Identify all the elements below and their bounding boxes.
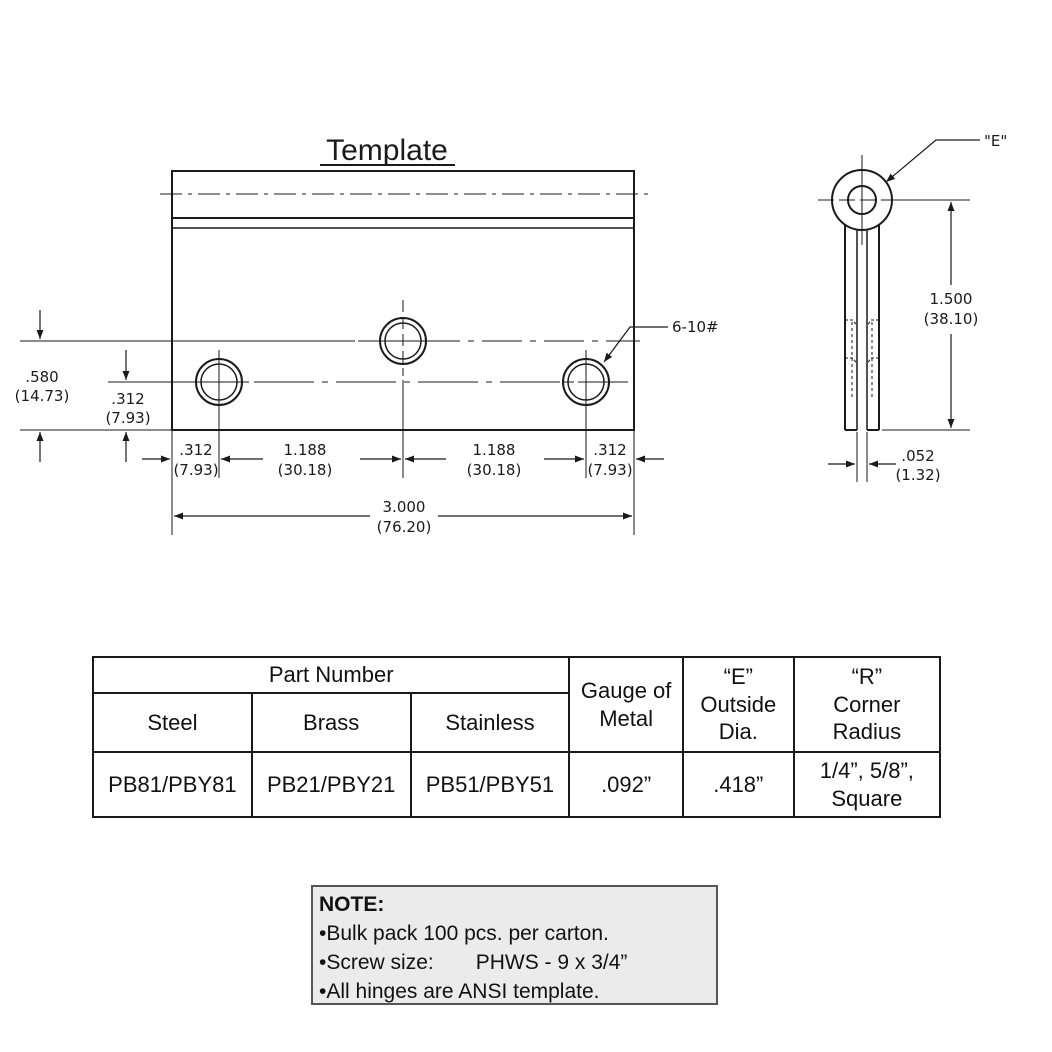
svg-text:(30.18): (30.18) bbox=[278, 461, 333, 479]
corner-radius-header: “R”Corner Radius bbox=[792, 655, 942, 754]
svg-text:"E": "E" bbox=[984, 132, 1007, 150]
part-number-header: Part Number bbox=[91, 655, 571, 695]
table-header-row: Part Number Gauge of Metal “E”Outside Di… bbox=[91, 655, 942, 754]
thickness-dim-in: .052 bbox=[901, 447, 934, 465]
horizontal-dimension-labels: .312 (7.93) 1.188 (30.18) 1.188 (30.18) … bbox=[173, 441, 632, 536]
svg-text:6-10#: 6-10# bbox=[672, 318, 719, 336]
height-dim-mm: (38.10) bbox=[924, 310, 979, 328]
steel-part-cell: PB81/PBY81 bbox=[92, 751, 253, 818]
screw-hole-center bbox=[373, 300, 433, 376]
note-line-screw-size: •Screw size:PHWS - 9 x 3/4” bbox=[319, 951, 628, 974]
screw-hole-right bbox=[548, 350, 628, 414]
svg-text:1.188: 1.188 bbox=[284, 441, 327, 459]
svg-text:(7.93): (7.93) bbox=[173, 461, 218, 479]
stainless-header: Stainless bbox=[409, 692, 571, 754]
outside-dia-header: “E”Outside Dia. bbox=[681, 655, 795, 754]
svg-text:3.000: 3.000 bbox=[383, 498, 426, 516]
brass-part-cell: PB21/PBY21 bbox=[250, 751, 412, 818]
hinge-leaf-front-view bbox=[160, 170, 648, 431]
extension-lines bbox=[20, 340, 635, 535]
svg-text:.312: .312 bbox=[111, 390, 144, 408]
svg-text:.312: .312 bbox=[179, 441, 212, 459]
vertical-dimensions bbox=[36, 310, 130, 462]
stainless-part-cell: PB51/PBY51 bbox=[409, 751, 571, 818]
svg-text:(7.93): (7.93) bbox=[587, 461, 632, 479]
screw-hole-left bbox=[189, 350, 249, 414]
svg-text:1.188: 1.188 bbox=[473, 441, 516, 459]
note-title: NOTE: bbox=[319, 893, 385, 916]
hinge-side-view bbox=[818, 155, 970, 482]
gauge-header: Gauge of Metal bbox=[568, 655, 684, 754]
svg-text:(14.73): (14.73) bbox=[15, 387, 70, 405]
note-line-ansi: •All hinges are ANSI template. bbox=[319, 980, 600, 1003]
hinge-template-drawing: Template 6-10# bbox=[15, 132, 1008, 536]
height-dim-in: 1.500 bbox=[930, 290, 973, 308]
brass-header: Brass bbox=[250, 692, 412, 754]
drawing-title: Template bbox=[326, 134, 448, 167]
vertical-dimension-labels: .580 (14.73) .312 (7.93) bbox=[15, 368, 151, 427]
outside-diameter-callout: "E" bbox=[885, 132, 1007, 183]
steel-header: Steel bbox=[92, 692, 253, 754]
spec-table: Part Number Gauge of Metal “E”Outside Di… bbox=[91, 655, 942, 818]
table-row: PB81/PBY81 PB21/PBY21 PB51/PBY51 .092” .… bbox=[92, 751, 942, 818]
svg-text:.312: .312 bbox=[593, 441, 626, 459]
note-line-bulk-pack: •Bulk pack 100 pcs. per carton. bbox=[319, 922, 609, 945]
svg-text:.580: .580 bbox=[25, 368, 58, 386]
thickness-dim-mm: (1.32) bbox=[895, 466, 940, 484]
hole-callout: 6-10# bbox=[603, 318, 719, 363]
svg-text:(76.20): (76.20) bbox=[377, 518, 432, 536]
gauge-cell: .092” bbox=[568, 751, 684, 818]
table-subheader-row: Steel Brass Stainless bbox=[92, 692, 940, 754]
svg-text:(7.93): (7.93) bbox=[105, 409, 150, 427]
outside-dia-cell: .418” bbox=[681, 751, 795, 818]
corner-radius-cell: 1/4”, 5/8”, Square bbox=[792, 751, 942, 818]
note-box: NOTE: •Bulk pack 100 pcs. per carton. •S… bbox=[311, 885, 718, 1005]
horizontal-dimensions bbox=[142, 455, 664, 520]
svg-text:(30.18): (30.18) bbox=[467, 461, 522, 479]
